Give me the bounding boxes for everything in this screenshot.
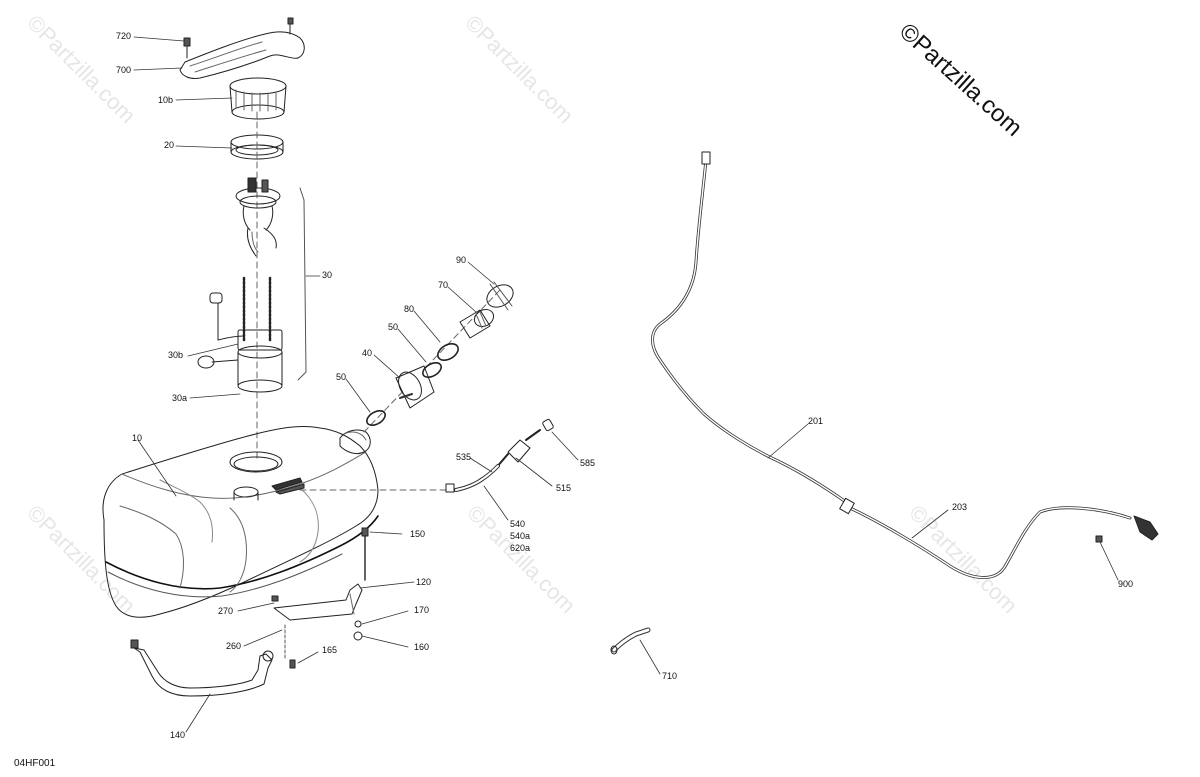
callout-90: 90 bbox=[456, 255, 467, 265]
callout-30b: 30b bbox=[168, 350, 184, 360]
callout-50-upper: 50 bbox=[388, 322, 399, 332]
fuel-filter-515 bbox=[495, 418, 554, 469]
callout-515: 515 bbox=[556, 483, 572, 493]
fuel-tank-10 bbox=[102, 425, 379, 618]
lock-ring-10b bbox=[229, 77, 287, 120]
strap-120 bbox=[273, 527, 369, 641]
fuel-line-201 bbox=[651, 151, 848, 504]
callout-30a: 30a bbox=[172, 393, 188, 403]
callout-900: 900 bbox=[1118, 579, 1134, 589]
callout-160: 160 bbox=[414, 642, 430, 652]
callout-710: 710 bbox=[662, 671, 678, 681]
leader-lines bbox=[133, 36, 1119, 733]
callout-540: 540 bbox=[510, 519, 526, 529]
callout-620a: 620a bbox=[510, 543, 531, 553]
fuel-line-203 bbox=[839, 497, 1159, 580]
callout-70: 70 bbox=[438, 280, 449, 290]
filler-neck-70 bbox=[459, 308, 495, 339]
bolt-265-270 bbox=[271, 595, 296, 669]
callout-150: 150 bbox=[410, 529, 426, 539]
vent-tube-710 bbox=[610, 627, 651, 655]
callout-40: 40 bbox=[362, 348, 373, 358]
callout-270: 270 bbox=[218, 606, 234, 616]
callout-165: 165 bbox=[322, 645, 338, 655]
bracket-700 bbox=[179, 17, 305, 79]
fuel-cap-90 bbox=[486, 281, 514, 311]
callout-203: 203 bbox=[952, 502, 968, 512]
callout-260: 260 bbox=[226, 641, 242, 651]
callout-700: 700 bbox=[116, 65, 132, 75]
strap-140 bbox=[130, 639, 274, 697]
callout-140: 140 bbox=[170, 730, 186, 740]
callout-585: 585 bbox=[580, 458, 596, 468]
hose-clamp-50-upper bbox=[422, 361, 442, 379]
clamp-80 bbox=[437, 343, 459, 361]
callout-540a: 540a bbox=[510, 531, 531, 541]
callout-535: 535 bbox=[456, 452, 472, 462]
callout-50-lower: 50 bbox=[336, 372, 347, 382]
callout-10b: 10b bbox=[158, 95, 174, 105]
callout-201: 201 bbox=[808, 416, 824, 426]
hose-clamp-50-lower bbox=[366, 409, 386, 427]
callout-120: 120 bbox=[416, 577, 432, 587]
callout-170: 170 bbox=[414, 605, 430, 615]
callout-20: 20 bbox=[164, 140, 175, 150]
callout-30: 30 bbox=[322, 270, 333, 280]
fuel-filler-hose-40 bbox=[395, 365, 435, 409]
fuel-pump-module-30 bbox=[197, 177, 307, 393]
callout-10: 10 bbox=[132, 433, 143, 443]
callout-720: 720 bbox=[116, 31, 132, 41]
diagram-code: 04HF001 bbox=[14, 758, 56, 769]
callout-80: 80 bbox=[404, 304, 415, 314]
hose-540 bbox=[445, 464, 500, 493]
